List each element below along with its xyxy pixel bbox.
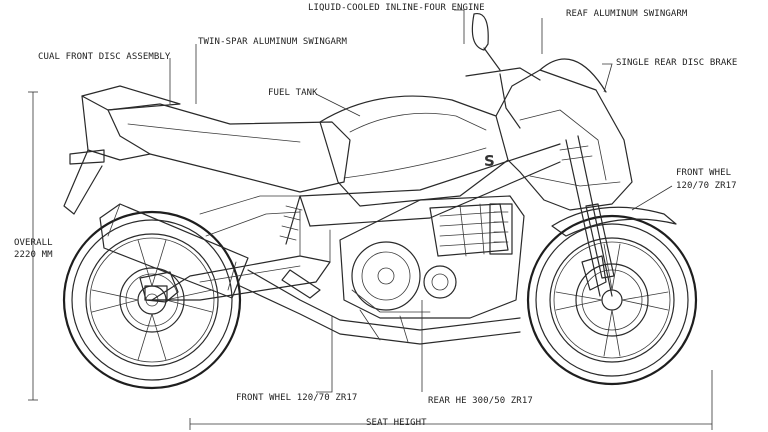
front-wheel-size-callout-right: 120/70 ZR17 xyxy=(676,181,737,191)
overall-length-dimension xyxy=(28,91,38,401)
tank-logo: S xyxy=(484,152,495,170)
front-wheel xyxy=(526,214,698,386)
leader-lines xyxy=(169,9,673,393)
front-wheel-callout-bottom: FRONT WHEL 120/70 ZR17 xyxy=(236,393,358,403)
rear-tire-callout-bottom: REAR HE 300/50 ZR17 xyxy=(428,396,533,406)
front-disc-assembly xyxy=(575,255,649,337)
rear-swingarm-callout: REAF ALUMINUM SWINGARM xyxy=(566,9,688,19)
tail-section xyxy=(63,85,181,215)
single-rear-disc-callout: SINGLE REAR DISC BRAKE xyxy=(616,58,738,68)
fuel-tank-callout: FUEL TANK xyxy=(268,88,318,98)
handlebar-and-mirror xyxy=(465,12,541,129)
seat xyxy=(107,103,351,193)
twin-spar-callout: TWIN-SPAR ALUMINUM SWINGARM xyxy=(198,37,347,47)
front-disc-callout: CUAL FRONT DISC ASSEMBLY xyxy=(38,52,171,62)
inline-four-engine xyxy=(339,195,525,319)
front-fork xyxy=(559,135,615,297)
front-fender xyxy=(551,206,677,237)
rear-shock xyxy=(279,195,303,245)
twin-spar-frame xyxy=(199,143,561,263)
rear-wheel xyxy=(62,210,242,390)
overall-length-label: OVERALL xyxy=(14,238,53,248)
front-wheel-callout-right: FRONT WHEL xyxy=(676,168,732,178)
footpeg xyxy=(281,269,321,299)
engine-callout: LIQUID-COOLED INLINE-FOUR ENGINE xyxy=(308,3,485,13)
exhaust-muffler xyxy=(99,203,521,345)
seat-height-dimension xyxy=(189,370,713,430)
front-fairing xyxy=(495,58,633,211)
overall-length-value: 2220 MM xyxy=(14,250,53,260)
fuel-tank xyxy=(319,95,509,207)
seat-height-callout: SEAT HEIGHT xyxy=(366,418,427,428)
